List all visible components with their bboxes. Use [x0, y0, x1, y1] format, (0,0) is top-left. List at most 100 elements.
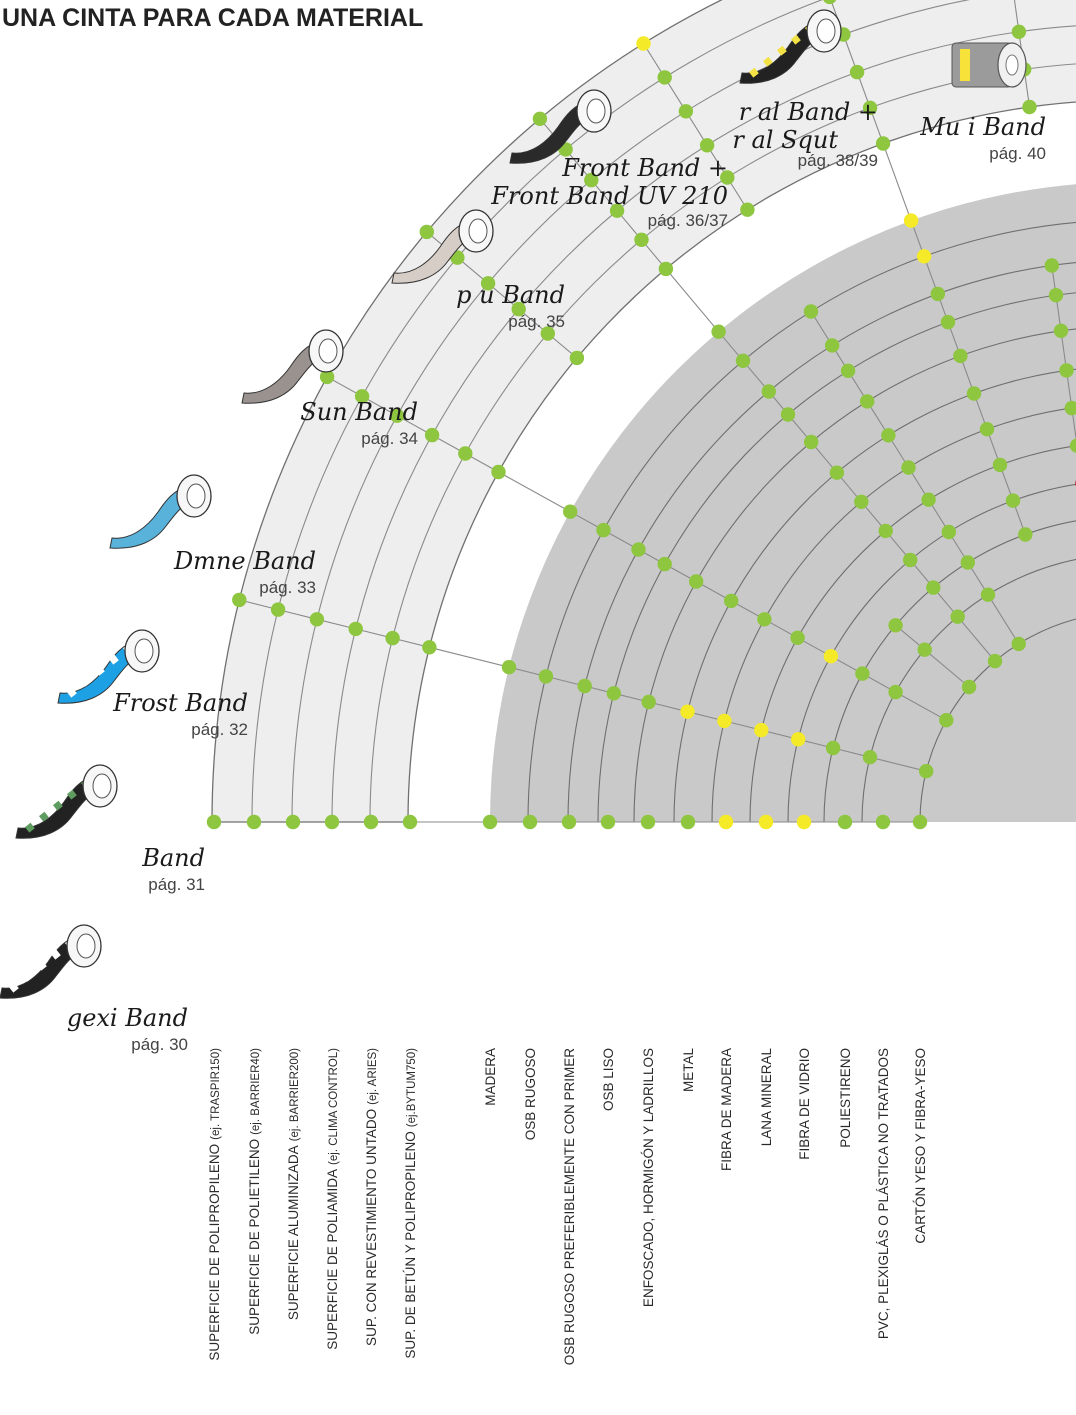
grey-yellow-wide-tape-roll-icon [951, 42, 1027, 88]
band-name: Sun Band [300, 398, 418, 426]
material-name: SUPERFICIE ALUMINIZADA [286, 1145, 301, 1320]
compatibility-dot [689, 574, 704, 589]
material-name: POLIESTIRENO [838, 1048, 853, 1148]
band-label: Band pág. 31 [141, 844, 205, 894]
band-name: r al Band + [739, 98, 878, 126]
compatibility-dot [206, 814, 222, 830]
compatibility-dot [803, 304, 819, 319]
material-label: CARTÓN YESO Y FIBRA-YESO [913, 1048, 928, 1244]
material-label: SUPERFICIE DE POLIPROPILENO(ej. TRASPIR1… [207, 1048, 222, 1361]
compatibility-dot [717, 713, 732, 729]
material-label: OSB RUGOSO PREFERIBLEMENTE CON PRIMER [562, 1048, 577, 1366]
compatibility-dot [862, 750, 878, 765]
material-label: OSB LISO [601, 1048, 616, 1111]
compatibility-dot [354, 389, 370, 404]
compatibility-dot [491, 464, 506, 480]
compatibility-dot [309, 612, 325, 627]
compatibility-dot [837, 814, 853, 830]
compatibility-dot [754, 722, 769, 738]
compatibility-dot [829, 465, 845, 480]
band-name: Band [141, 844, 205, 872]
material-label: SUPERFICIE DE POLIETILENO(ej. BARRIER40) [247, 1048, 262, 1335]
band-page: pág. 35 [508, 312, 565, 331]
ring-line [291, 0, 971, 823]
compatibility-dot [1048, 288, 1064, 303]
band-spoke [1051, 265, 1076, 442]
compatibility-dot [596, 522, 611, 538]
compatibility-dot [718, 814, 734, 830]
compatibility-dot [875, 136, 891, 151]
compatibility-dot [855, 666, 870, 681]
material-label: SUP. CON REVESTIMIENTO UNTADO(ej. ARIES) [364, 1048, 379, 1346]
compatibility-dot [424, 427, 440, 443]
compatibility-dot [823, 0, 837, 5]
band-spoke [830, 0, 1026, 535]
compatibility-dot [1053, 323, 1069, 338]
compatibility-dot [501, 660, 517, 675]
material-name: OSB RUGOSO PREFERIBLEMENTE CON PRIMER [562, 1048, 577, 1366]
compatibility-dot [740, 202, 755, 217]
compatibility-dot [758, 814, 774, 830]
material-name: SUPERFICIE DE POLIAMIDA [325, 1169, 340, 1350]
compatibility-dot [657, 70, 672, 85]
band-page: pág. 31 [148, 875, 205, 894]
ring-line [633, 328, 1076, 823]
material-label: SUPERFICIE DE POLIAMIDA (ej. CLIMA CONTRO… [325, 1048, 340, 1350]
ring-line [251, 0, 824, 823]
compatibility-dot [849, 64, 865, 80]
compatibility-dot [823, 649, 839, 664]
compatibility-dot [980, 587, 996, 602]
compatibility-dot [285, 814, 301, 830]
compatibility-dot [903, 552, 918, 568]
band-label: p u Band pág. 35 [456, 281, 565, 331]
ring-line [823, 520, 1076, 823]
green-checker-tape-roll-icon [15, 764, 118, 839]
compatibility-dot [926, 580, 941, 595]
compatibility-dot [609, 203, 625, 218]
compatibility-dot [1005, 493, 1021, 508]
compatibility-dot [319, 369, 335, 385]
material-name: CARTÓN YESO Y FIBRA-YESO [913, 1048, 928, 1244]
material-name: MADERA [483, 1048, 498, 1106]
band-name-line2: r al Squt [732, 126, 838, 154]
board-zone [490, 184, 1076, 822]
compatibility-dot [917, 642, 932, 657]
compatibility-dot [825, 740, 841, 756]
compatibility-dot [324, 814, 340, 830]
compatibility-dot [419, 224, 434, 240]
compatibility-dot [561, 814, 577, 830]
band-name: gexi Band [67, 1004, 188, 1032]
compatibility-dot [606, 686, 621, 701]
rings-layer [251, 0, 1076, 823]
compatibility-dot [888, 618, 903, 633]
compatibility-dot [921, 492, 936, 507]
compatibility-dot [522, 814, 538, 830]
ring-line [711, 407, 1076, 823]
compatibility-dot [641, 694, 656, 710]
material-detail: (ej. CLIMA CONTROL) [328, 1048, 340, 1165]
material-detail: (ej.BYTUM750) [406, 1048, 418, 1127]
compatibility-dot [402, 814, 418, 830]
material-name: METAL [681, 1048, 696, 1092]
compatibility-dot [385, 630, 400, 646]
compatibility-dot [987, 653, 1003, 669]
compatibility-dot [860, 394, 875, 409]
material-label: LANA MINERAL [759, 1048, 774, 1147]
compatibility-dot [901, 460, 916, 475]
compatibility-dot [480, 276, 496, 291]
compatibility-dot [658, 261, 674, 277]
band-page: pág. 36/37 [648, 211, 728, 230]
compatibility-dot [881, 428, 896, 443]
compatibility-dot [482, 814, 498, 830]
compatibility-dot [699, 138, 715, 153]
compatibility-dot [888, 684, 903, 700]
compatibility-dot [939, 713, 954, 728]
compatibility-dot [657, 556, 672, 572]
compatibility-dot [584, 172, 599, 188]
material-labels-layer: SUPERFICIE DE POLIPROPILENO(ej. TRASPIR1… [207, 1048, 928, 1366]
band-name: p u Band [456, 281, 565, 309]
